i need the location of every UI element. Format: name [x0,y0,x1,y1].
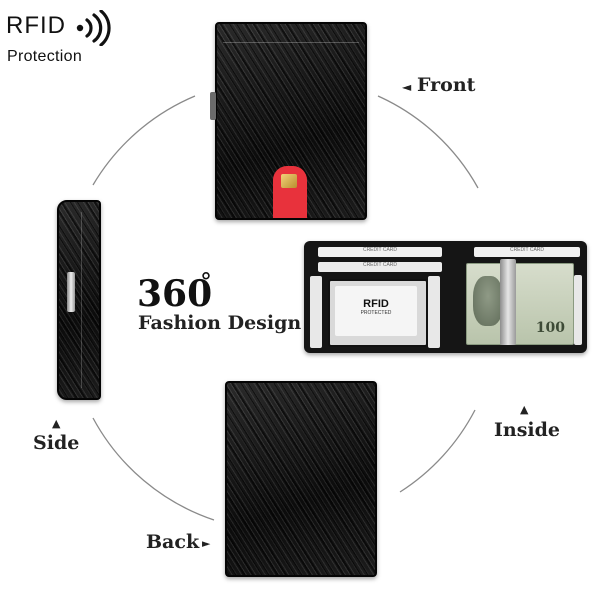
banknote-stack: 100 [466,263,574,345]
arrow-left-icon: ◄ [402,80,412,94]
banknote-portrait [473,276,503,326]
money-clip-bar [500,259,516,345]
ring-arc-top-right [377,95,479,189]
headline-text: Fashion Design [138,312,302,334]
id-window: RFID PROTECTED [328,279,428,347]
card-slot-label: CREDIT CARD [362,247,398,253]
wallet-side-image [57,200,101,400]
card-slot-far-right [574,275,582,345]
arrow-right-icon: ► [202,537,211,550]
headline-degree-symbol: ° [200,268,212,296]
ring-arc-bottom-left [92,417,215,521]
rfid-badge-subtitle: Protection [7,48,83,65]
label-side: Side [33,432,80,454]
signal-waves-icon [76,10,111,46]
card-chip-icon [281,174,297,188]
id-window-title: RFID [363,298,389,310]
id-window-insert: RFID PROTECTED [335,286,417,336]
side-fold-line [81,212,82,388]
arrow-up-icon: ▲ [520,403,529,416]
arrow-up-icon: ▲ [52,417,61,430]
front-pocket-seam [223,42,359,43]
ring-arc-top-left [92,95,196,186]
label-back: Back [146,531,200,553]
wallet-front-image [215,22,367,220]
front-card-peek [273,166,307,218]
card-slot-right-top: CREDIT CARD [474,247,580,257]
card-slot-left-mid: CREDIT CARD [318,262,442,272]
card-slot-right-side [428,276,440,348]
card-slot-label: CREDIT CARD [509,247,545,253]
wallet-back-image [225,381,377,577]
wallet-inside-image: CREDIT CARD CREDIT CARD RFID PROTECTED C… [304,241,587,353]
card-slot-left-side [310,276,322,348]
front-clip-edge [210,92,216,120]
side-money-clip [67,272,75,312]
ring-arc-bottom-right [399,409,476,493]
label-front: Front [417,74,476,96]
id-window-subtitle: PROTECTED [360,310,392,316]
banknote-value: 100 [535,320,565,336]
card-slot-left-top: CREDIT CARD [318,247,442,257]
headline-number: 360 [137,273,213,315]
label-inside: Inside [494,419,560,441]
card-slot-label: CREDIT CARD [362,262,398,268]
rfid-badge-title: RFID [6,12,66,39]
